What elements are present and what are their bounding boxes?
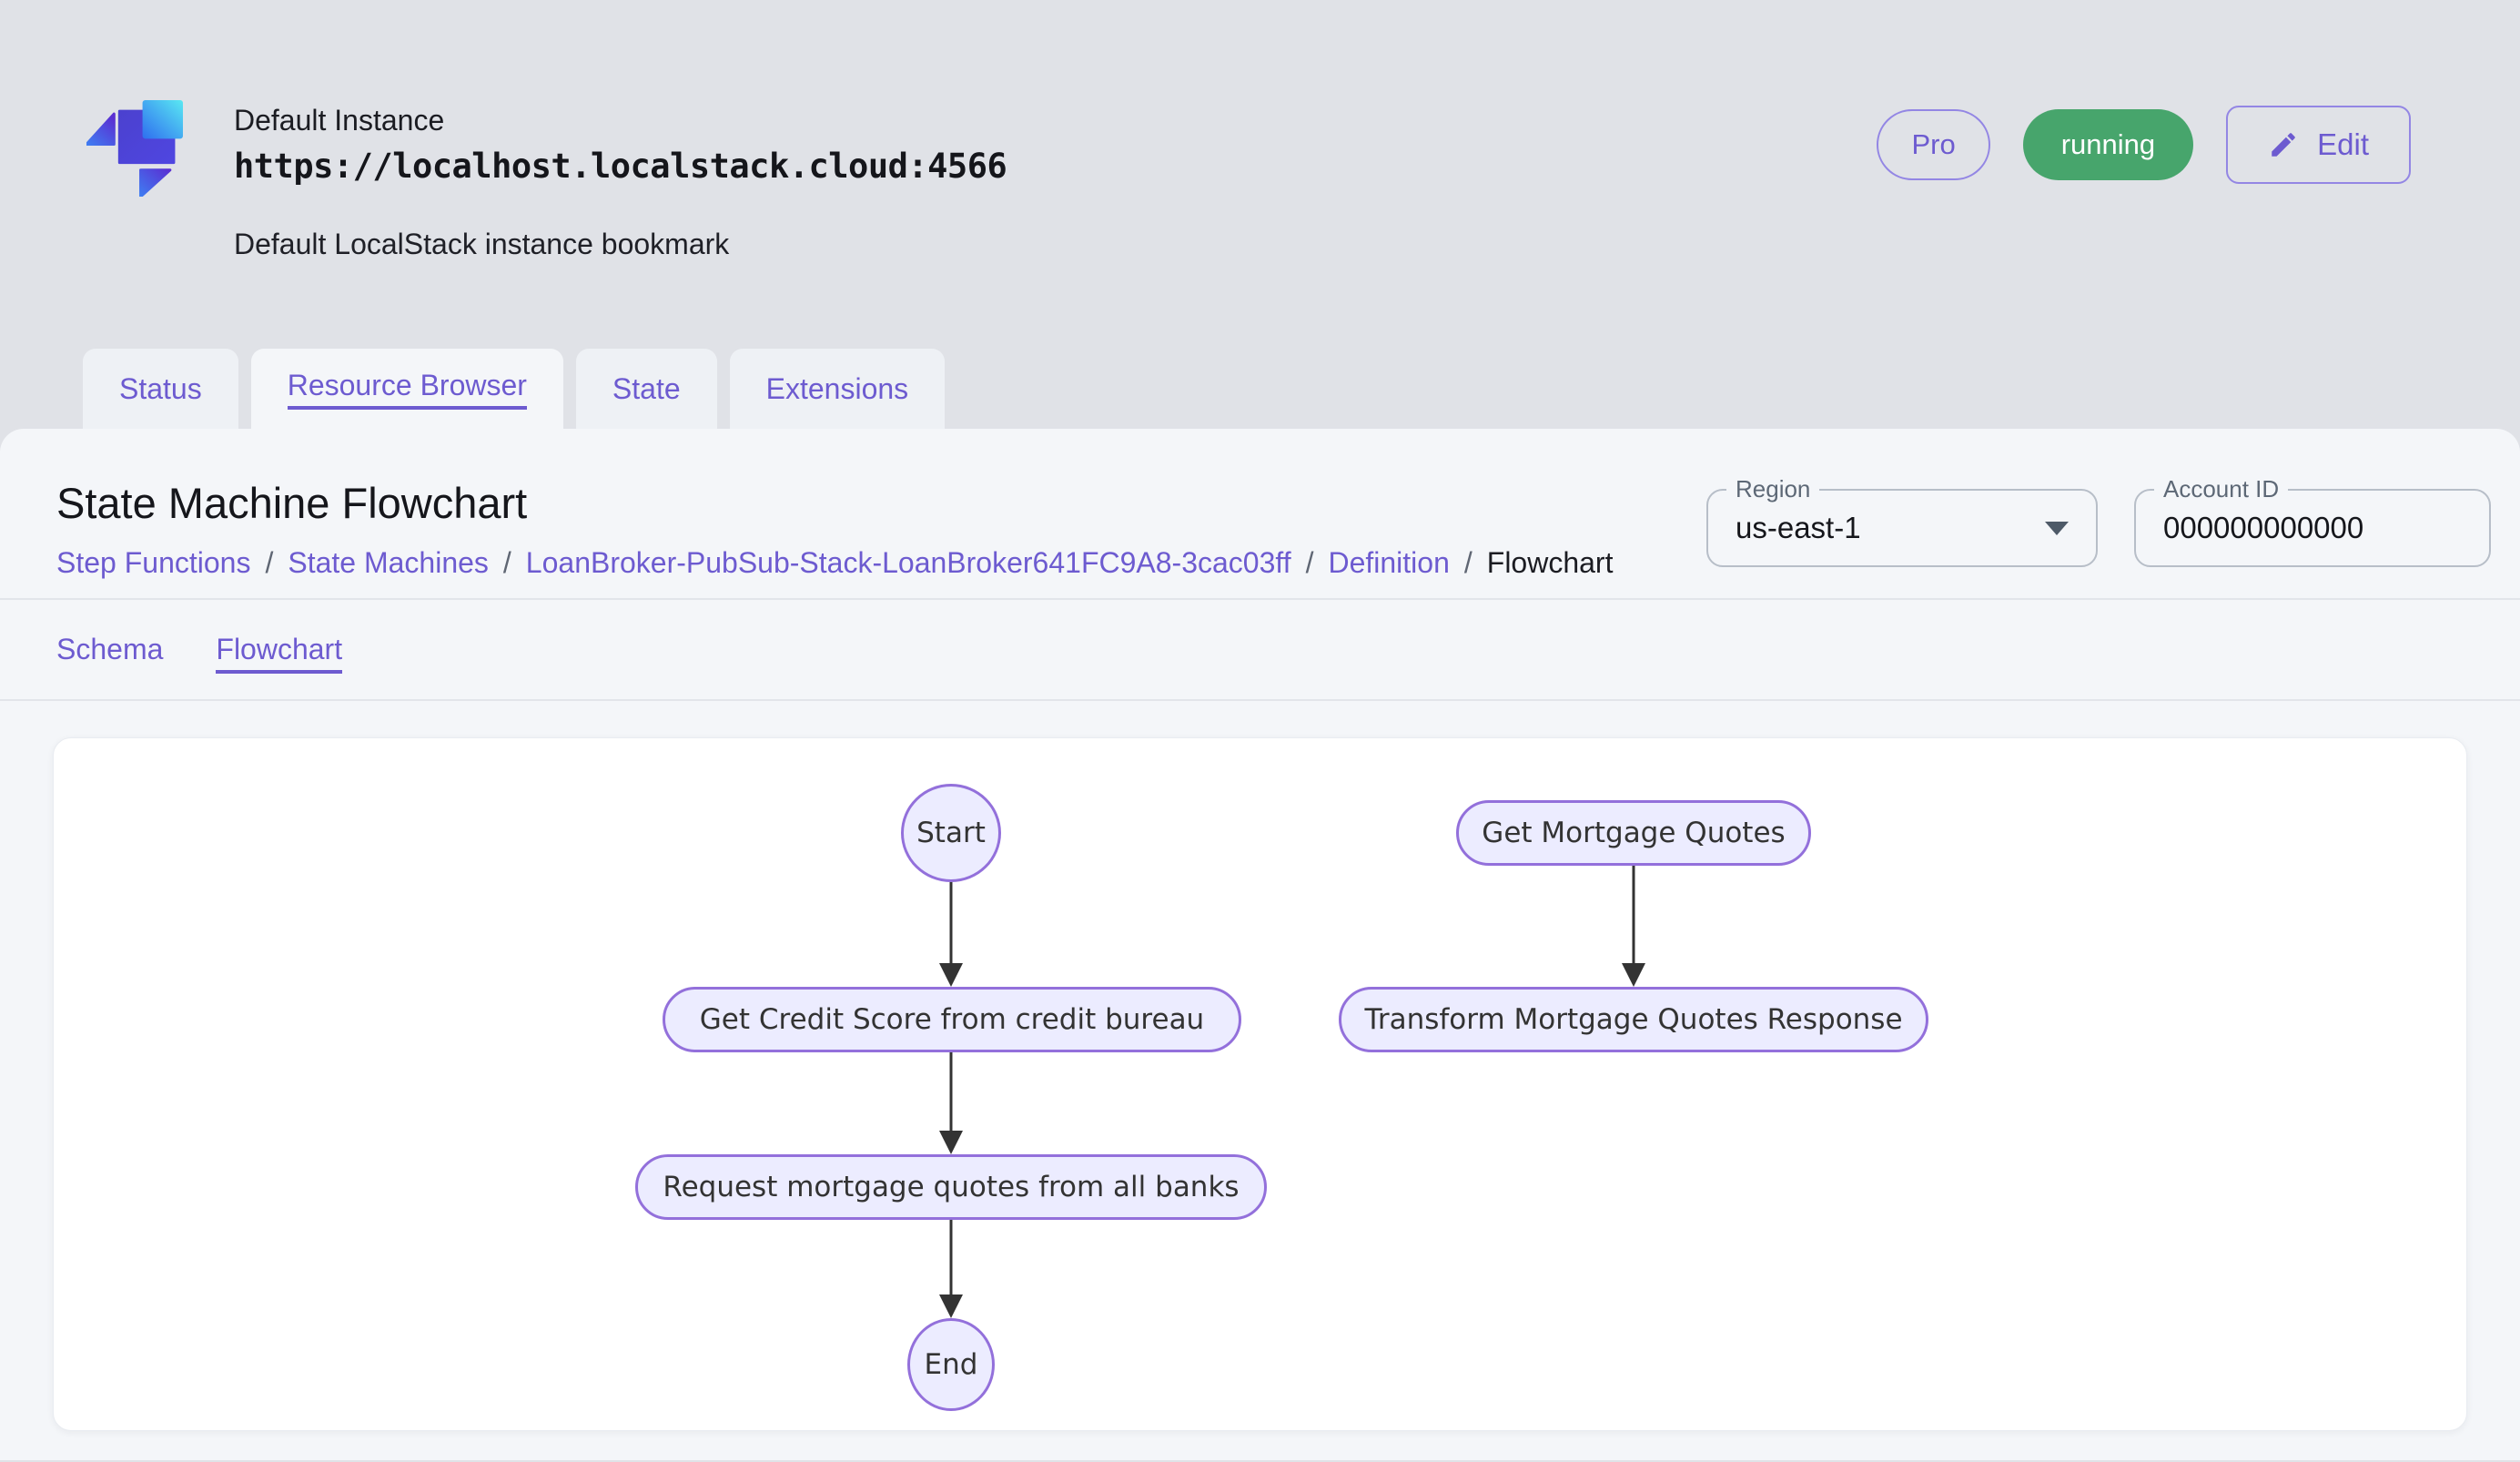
flow-node-get-mortgage-quotes: Get Mortgage Quotes: [1456, 800, 1811, 866]
breadcrumb-current-flowchart: Flowchart: [1486, 546, 1614, 579]
region-select[interactable]: Region us-east-1: [1706, 475, 2098, 567]
flow-node-transform-mortgage-quotes-response: Transform Mortgage Quotes Response: [1339, 987, 1928, 1052]
breadcrumb-link-state-machine-name[interactable]: LoanBroker-PubSub-Stack-LoanBroker641FC9…: [525, 546, 1291, 579]
breadcrumb: Step Functions / State Machines / LoanBr…: [56, 546, 1613, 580]
edit-button[interactable]: Edit: [2226, 106, 2411, 184]
region-select-value: us-east-1: [1736, 511, 1861, 544]
page-title: State Machine Flowchart: [56, 479, 528, 527]
flow-node-request-mortgage-quotes: Request mortgage quotes from all banks: [635, 1154, 1267, 1220]
edit-button-label: Edit: [2317, 127, 2369, 161]
breadcrumb-link-definition[interactable]: Definition: [1328, 546, 1450, 579]
region-select-label: Region: [1726, 475, 1820, 504]
breadcrumb-separator: /: [1305, 546, 1314, 579]
instance-description: Default LocalStack instance bookmark: [234, 228, 730, 260]
pro-badge[interactable]: Pro: [1877, 109, 1990, 180]
tab-resource-browser[interactable]: Resource Browser: [250, 349, 563, 429]
context-controls: Region us-east-1 Account ID: [1706, 475, 2491, 567]
tab-state[interactable]: State: [575, 349, 717, 429]
running-status-badge: running: [2022, 109, 2194, 180]
tab-extensions[interactable]: Extensions: [729, 349, 946, 429]
header-actions: Pro running Edit: [1877, 100, 2411, 184]
flow-arrow-request-to-end: [939, 1220, 963, 1318]
breadcrumb-separator: /: [1463, 546, 1473, 579]
tab-status[interactable]: Status: [83, 349, 238, 429]
divider: [0, 598, 2520, 600]
breadcrumb-link-state-machines[interactable]: State Machines: [288, 546, 489, 579]
flow-node-end: End: [907, 1318, 995, 1411]
breadcrumb-link-step-functions[interactable]: Step Functions: [56, 546, 251, 579]
breadcrumb-separator: /: [265, 546, 274, 579]
subtab-flowchart[interactable]: Flowchart: [216, 633, 343, 674]
localstack-logo-icon: [85, 100, 183, 198]
instance-header: Default Instance https://localhost.local…: [0, 0, 2520, 261]
flow-arrow-gmq-to-transform: [1622, 866, 1645, 987]
subtab-schema[interactable]: Schema: [56, 633, 164, 665]
main-tabs: Status Resource Browser State Extensions: [0, 349, 2520, 429]
account-id-field: Account ID: [2134, 475, 2491, 567]
definition-subtabs: Schema Flowchart: [0, 600, 2520, 699]
flow-arrow-credit-to-request: [939, 1052, 963, 1154]
divider: [0, 699, 2520, 701]
account-id-label: Account ID: [2154, 475, 2289, 504]
instance-name: Default Instance: [234, 104, 445, 137]
account-id-input[interactable]: [2163, 511, 2462, 545]
caret-down-icon: [2045, 521, 2069, 535]
flow-node-start: Start: [901, 784, 1001, 882]
pencil-icon: [2272, 133, 2295, 157]
flowchart-canvas[interactable]: Start Get Mortgage Quotes Get Credit Sco…: [53, 737, 2467, 1431]
title-block: State Machine Flowchart Step Functions /…: [56, 478, 1613, 580]
flow-node-get-credit-score: Get Credit Score from credit bureau: [663, 987, 1241, 1052]
instance-url: https://localhost.localstack.cloud:4566: [234, 147, 1007, 186]
breadcrumb-separator: /: [502, 546, 511, 579]
resource-browser-panel: State Machine Flowchart Step Functions /…: [0, 429, 2520, 1460]
flow-arrow-start-to-credit: [939, 882, 963, 987]
